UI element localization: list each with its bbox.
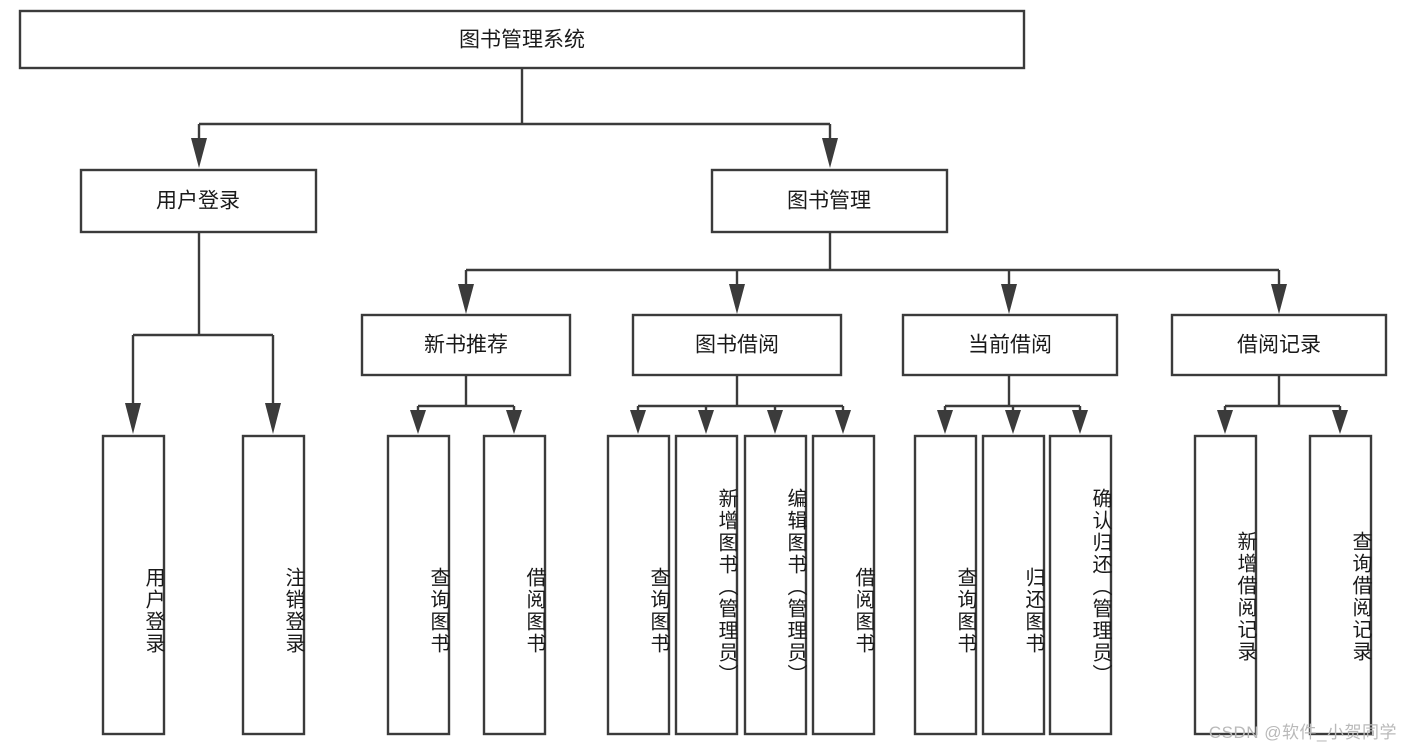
leaf-box-book-borrow-1[interactable]: [606, 434, 671, 736]
arrow-head-leaf-borrowrecord-2: [1332, 410, 1348, 434]
arrow-head-leaf-currentborrow-1: [937, 410, 953, 434]
connector-group-currentborrow: [937, 375, 1088, 434]
arrow-head-leaf-newbook-2: [506, 410, 522, 434]
node-book-borrow[interactable]: [631, 313, 843, 377]
leaf-box-borrow-record-1[interactable]: [1193, 434, 1258, 736]
arrow-head-newbook: [458, 284, 474, 314]
connector-group-root: [191, 68, 838, 168]
connector-group-bookmgmt: [458, 232, 1287, 314]
leaf-box-book-borrow-3[interactable]: [743, 434, 808, 736]
arrow-head-leaf-bookborrow-4: [835, 410, 851, 434]
node-book-management[interactable]: [710, 168, 949, 234]
leaf-box-current-borrow-3[interactable]: [1048, 434, 1113, 736]
arrow-head-leaf-borrowrecord-1: [1217, 410, 1233, 434]
node-current-borrow-label: 当前借阅: [968, 334, 1052, 357]
leaf-box-new-book-2[interactable]: [482, 434, 547, 736]
arrow-head-bookmgmt: [822, 138, 838, 168]
connector-group-userlogin: [125, 232, 281, 434]
connector-group-borrowrecord: [1217, 375, 1348, 434]
arrow-head-userlogin: [191, 138, 207, 168]
node-user-login[interactable]: [79, 168, 318, 234]
node-borrow-record[interactable]: [1170, 313, 1388, 377]
watermark-text: CSDN @软件_小贺同学: [1208, 723, 1397, 742]
node-root[interactable]: [18, 9, 1026, 70]
arrow-head-leaf-bookborrow-2: [698, 410, 714, 434]
node-book-borrow-label: 图书借阅: [695, 334, 779, 357]
node-user-login-label: 用户登录: [156, 190, 240, 213]
node-root-label: 图书管理系统: [459, 29, 585, 52]
leaf-box-new-book-1[interactable]: [386, 434, 451, 736]
leaf-box-user-login-1[interactable]: [101, 434, 166, 736]
leaf-box-borrow-record-2[interactable]: [1308, 434, 1373, 736]
arrow-head-leaf-userlogin-2: [265, 403, 281, 434]
arrow-head-leaf-bookborrow-3: [767, 410, 783, 434]
node-new-book-recommend-label: 新书推荐: [424, 334, 508, 357]
leaf-box-current-borrow-1[interactable]: [913, 434, 978, 736]
arrow-head-leaf-bookborrow-1: [630, 410, 646, 434]
leaf-box-current-borrow-2[interactable]: [981, 434, 1046, 736]
node-current-borrow[interactable]: [901, 313, 1119, 377]
node-new-book-recommend[interactable]: [360, 313, 572, 377]
leaf-box-book-borrow-4[interactable]: [811, 434, 876, 736]
node-borrow-record-label: 借阅记录: [1237, 334, 1321, 357]
arrow-head-leaf-userlogin-1: [125, 403, 141, 434]
connector-group-bookborrow: [630, 375, 851, 434]
connector-group-newbook: [410, 375, 522, 434]
arrow-head-bookborrow: [729, 284, 745, 314]
arrow-head-borrowrecord: [1271, 284, 1287, 314]
arrow-head-leaf-newbook-1: [410, 410, 426, 434]
arrow-head-currentborrow: [1001, 284, 1017, 314]
leaf-box-book-borrow-2[interactable]: [674, 434, 739, 736]
arrow-head-leaf-currentborrow-2: [1005, 410, 1021, 434]
node-book-management-label: 图书管理: [787, 190, 871, 213]
arrow-head-leaf-currentborrow-3: [1072, 410, 1088, 434]
leaf-box-user-login-2[interactable]: [241, 434, 306, 736]
